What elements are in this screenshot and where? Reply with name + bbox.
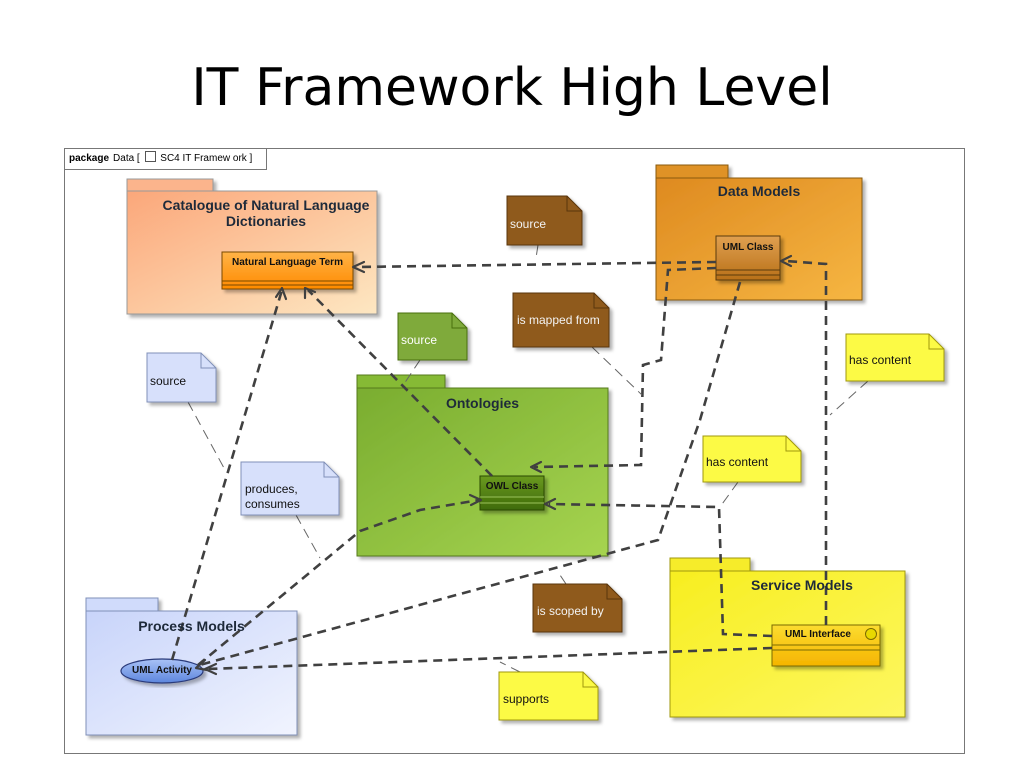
anchor-is-mapped-from [591,346,643,396]
uml-interface-label: UML Interface [785,629,851,640]
note-anchors [187,244,869,673]
note-is-mapped-from-text: is mapped from [517,313,600,327]
note-source-brown-text: source [510,217,547,231]
package-ontologies-title: Ontologies [445,395,520,411]
anchor-has-content-1 [829,380,869,416]
note-supports[interactable] [498,671,599,721]
slide-title: IT Framework High Level [191,58,833,118]
notes [146,195,945,721]
anchor-source-green [403,359,421,385]
uml-class-label: UML Class [722,242,774,253]
package-catalogue-title: Catalogue of Natural Language Dictionari… [162,197,370,229]
anchor-has-content-2 [719,481,739,508]
arrowhead-activity-2 [203,662,218,676]
element-natural-language-term[interactable] [221,251,354,290]
package-data-models-title: Data Models [717,183,801,199]
element-uml-interface[interactable] [771,624,881,667]
frame-keyword: package [69,153,110,164]
note-produces-consumes[interactable] [240,461,340,516]
arrowhead-nlterm-owl [303,286,317,300]
note-source-brown[interactable] [506,195,583,246]
connector-activity-to-owl [197,498,480,667]
connector-interface-to-owl [548,502,773,638]
package-service-models-title: Service Models [751,577,853,593]
element-uml-activity[interactable] [120,658,204,684]
note-has-content-2[interactable] [702,435,802,483]
note-source-blue[interactable] [146,352,217,403]
connector-activity-to-nlterm [170,289,284,661]
package-ontologies[interactable] [356,374,609,557]
owl-class-label: OWL Class [485,481,539,492]
arrowheads [194,254,793,676]
uml-activity-label: UML Activity [131,665,192,676]
connectors [170,259,828,671]
connector-interface-to-umlclass [785,259,828,625]
arrowhead-owl-top [529,460,543,474]
note-source-green-text: source [401,333,438,347]
arrowhead-owl-right [543,497,557,511]
note-has-content-1[interactable] [845,333,945,382]
arrowhead-activity-1 [194,658,209,672]
note-has-content-2-text: has content [706,455,769,469]
connector-umlclass-to-owl [533,266,717,469]
note-has-content-1-text: has content [849,353,912,367]
connector-owl-to-nlterm [307,289,493,477]
note-is-scoped-by-text: is scoped by [537,604,604,618]
anchor-supports [499,661,521,673]
anchor-source-blue [187,401,225,469]
diagram-icon [144,151,156,162]
package-process-models-title: Process Models [138,618,245,634]
frame-name: Data [ [113,153,140,164]
note-source-green[interactable] [397,312,468,361]
note-is-mapped-from[interactable] [512,292,610,348]
note-source-blue-text: source [150,374,187,388]
note-produces-consumes-text: produces, consumes [245,482,300,511]
anchor-is-scoped-by [559,574,567,585]
arrowhead-nlterm-bottom [274,286,288,301]
arrowhead-umlclass [779,254,793,268]
connector-umlclass-to-activity [195,281,742,668]
natural-language-term-label: Natural Language Term [232,257,343,268]
element-owl-class[interactable] [479,475,545,511]
frame-diagram-name: SC4 IT Framew ork ] [160,153,253,164]
arrowhead-owl-left [468,493,483,507]
note-supports-text: supports [503,692,550,706]
element-uml-class[interactable] [715,235,781,281]
connector-interface-to-activity [207,646,773,671]
note-is-scoped-by[interactable] [532,583,623,633]
anchor-source-brown [535,244,539,259]
arrowhead-nlterm-right [351,260,366,274]
anchor-produces [295,514,321,559]
